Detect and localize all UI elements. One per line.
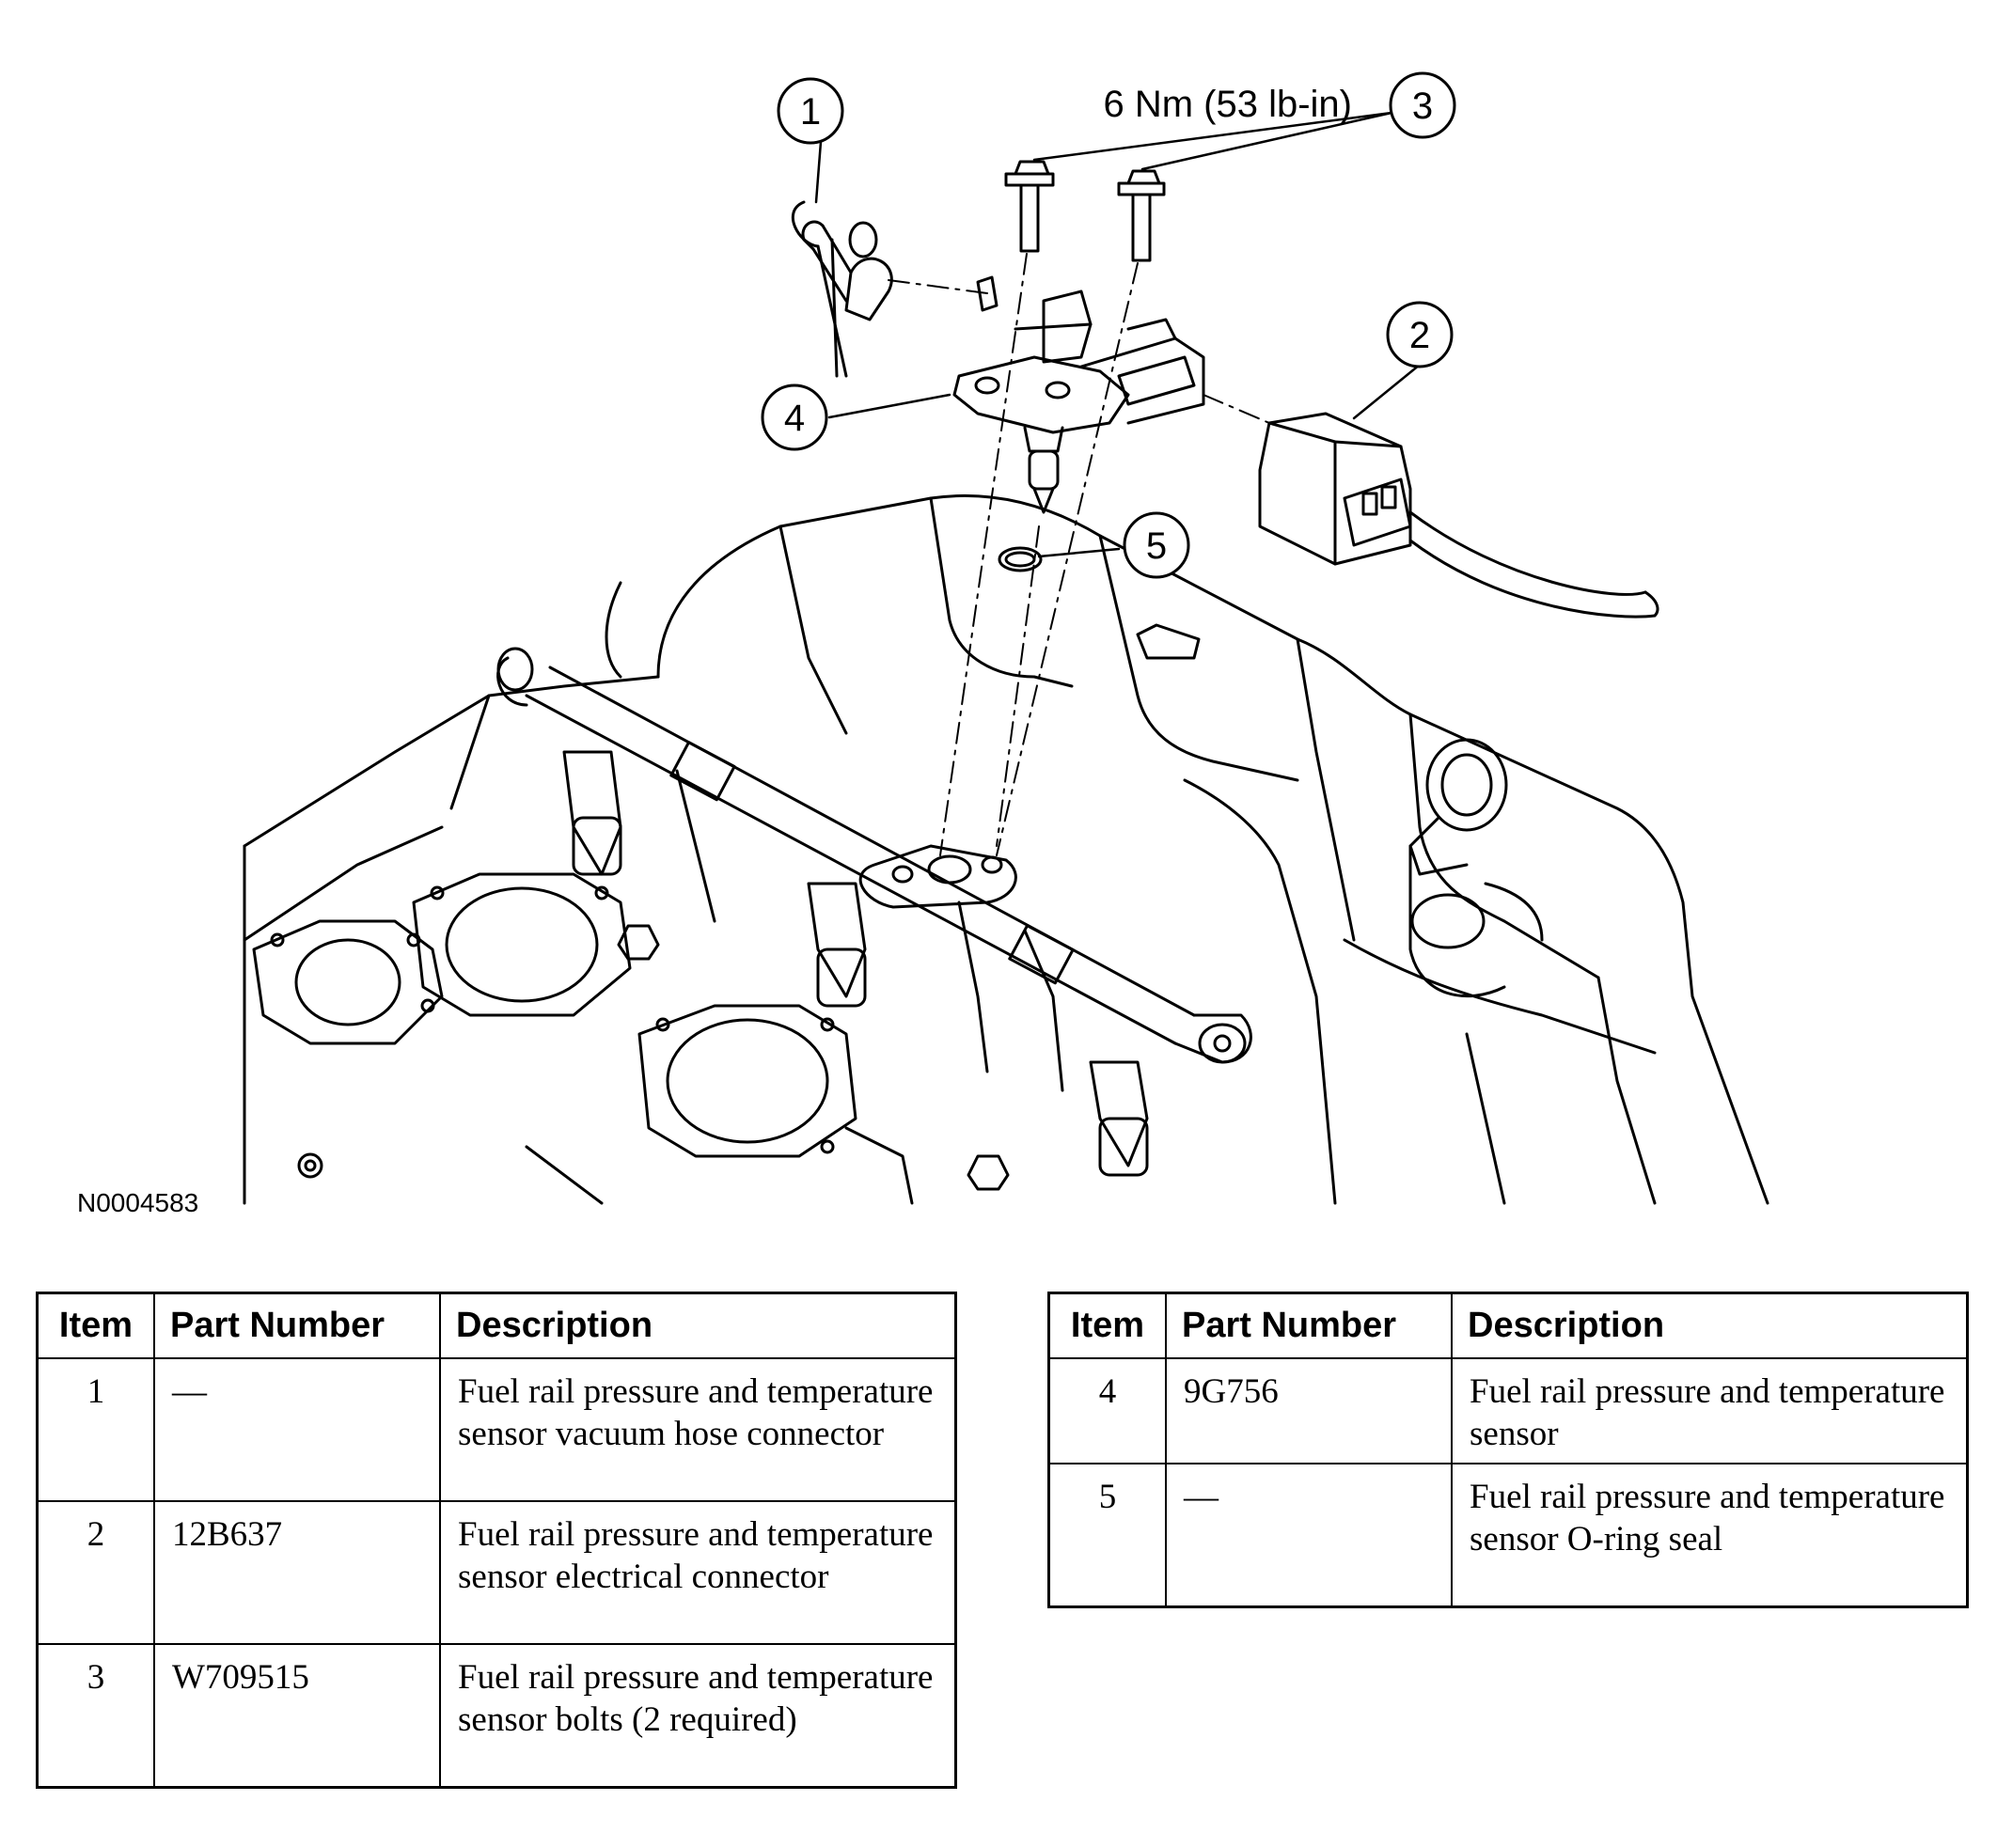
header-item: Item	[1047, 1292, 1167, 1359]
part-number: W709515	[153, 1643, 441, 1788]
callout-1: 1	[777, 77, 844, 145]
leader-lines	[814, 103, 1422, 558]
table-row: 1 — Fuel rail pressure and temperature s…	[36, 1357, 957, 1502]
svg-text:3: 3	[1412, 86, 1433, 127]
item-number: 4	[1047, 1357, 1167, 1464]
vacuum-hose-connector-drawing	[791, 200, 893, 378]
callout-2: 2	[1386, 301, 1454, 368]
electrical-connector-drawing	[1258, 412, 1659, 619]
part-number: —	[153, 1357, 441, 1502]
header-description: Description	[439, 1292, 957, 1359]
svg-text:1: 1	[800, 91, 821, 133]
part-description: Fuel rail pressure and temperature senso…	[439, 1643, 957, 1788]
svg-text:2: 2	[1409, 315, 1430, 356]
header-item: Item	[36, 1292, 155, 1359]
part-number: 9G756	[1165, 1357, 1453, 1464]
parts-table-left: Item Part Number Description 1 — Fuel ra…	[36, 1292, 957, 1789]
svg-text:5: 5	[1146, 525, 1167, 567]
o-ring-drawing	[998, 546, 1043, 572]
parts-table-right: Item Part Number Description 4 9G756 Fue…	[1047, 1292, 1969, 1608]
table-row: 4 9G756 Fuel rail pressure and temperatu…	[1047, 1357, 1969, 1464]
part-description: Fuel rail pressure and temperature senso…	[439, 1500, 957, 1645]
table-row: 2 12B637 Fuel rail pressure and temperat…	[36, 1500, 957, 1645]
intake-manifold-drawing	[243, 493, 1769, 1205]
table-header-row: Item Part Number Description	[36, 1292, 957, 1359]
part-number: —	[1165, 1463, 1453, 1607]
header-description: Description	[1451, 1292, 1969, 1359]
header-part-number: Part Number	[1165, 1292, 1453, 1359]
alignment-lines	[888, 253, 1270, 856]
item-number: 2	[36, 1500, 155, 1645]
part-number: 12B637	[153, 1500, 441, 1645]
item-number: 1	[36, 1357, 155, 1502]
header-part-number: Part Number	[153, 1292, 441, 1359]
fuel-rail-drawing	[496, 647, 1252, 1191]
torque-spec-label: 6 Nm (53 lb-in)	[1103, 84, 1352, 125]
callout-3: 3	[1389, 71, 1456, 139]
item-number: 5	[1047, 1463, 1167, 1607]
figure-id: N0004583	[77, 1188, 199, 1217]
item-number: 3	[36, 1643, 155, 1788]
part-description: Fuel rail pressure and temperature senso…	[1451, 1463, 1969, 1607]
frpt-sensor-drawing	[952, 275, 1205, 514]
intake-ports-drawing	[252, 872, 914, 1205]
callout-4: 4	[761, 384, 828, 451]
part-description: Fuel rail pressure and temperature senso…	[1451, 1357, 1969, 1464]
table-header-row: Item Part Number Description	[1047, 1292, 1969, 1359]
table-row: 5 — Fuel rail pressure and temperature s…	[1047, 1463, 1969, 1607]
table-row: 3 W709515 Fuel rail pressure and tempera…	[36, 1643, 957, 1788]
callout-5: 5	[1123, 511, 1190, 579]
sensor-bolts-drawing	[1004, 160, 1166, 262]
svg-text:4: 4	[784, 398, 805, 439]
part-description: Fuel rail pressure and temperature senso…	[439, 1357, 957, 1502]
exploded-view-illustration: 1 2 3 4 5 6 Nm (53 lb-in)	[243, 71, 1769, 1205]
